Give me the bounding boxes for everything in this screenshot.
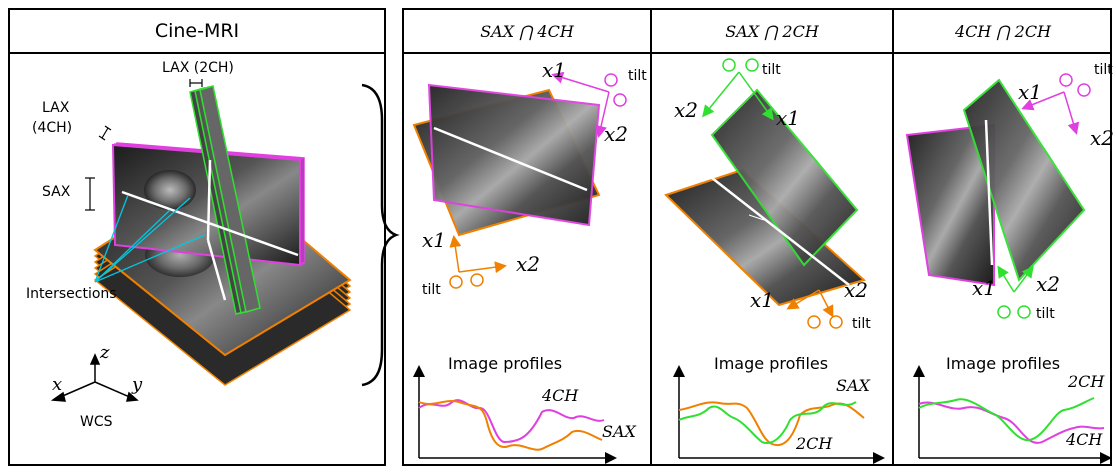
panel3-profiles-title: Image profiles [946,354,1061,373]
panel1-profile-label-sax: SAX [602,422,636,441]
lax-4ch-label-line2: (4CH) [32,120,73,136]
divider-2 [892,10,894,464]
panel3-tilt-bottom: tilt [1036,306,1055,322]
panel3-x1-top: x1 [1018,80,1043,104]
intersections-label: Intersections [26,286,117,302]
panel2-profile-label-2ch: 2CH [796,434,833,453]
panel3-x2-bottom: x2 [1036,272,1061,296]
panel3-profile-label-2ch: 2CH [1068,372,1105,391]
wcs-axes [50,353,139,402]
panel1-x2-bottom: x2 [516,252,541,276]
intersection-illustrations [412,58,1112,464]
panel1-x1-top: x1 [542,58,567,82]
panel-sax-2ch-title: SAX ⋂ 2CH [725,21,819,41]
panel2-profiles-title: Image profiles [714,354,829,373]
panel2-x1-top: x1 [776,106,801,130]
sax-label: SAX [42,184,71,200]
lax-2ch-label: LAX (2CH) [162,60,234,76]
panel2-x2-top: x2 [674,98,699,122]
panel3-profile-label-4ch: 4CH [1066,430,1103,449]
panel1-tilt-top: tilt [628,68,647,84]
panel3-images [905,78,1086,287]
panel2-profile-label-sax: SAX [836,376,870,395]
panel3-axes-bottom [997,265,1034,319]
panel2-tilt-top: tilt [762,62,781,78]
panel1-profiles-title: Image profiles [448,354,563,373]
cine-mri-title: Cine-MRI [10,10,384,54]
header-divider [404,52,1110,54]
intersection-pointers [94,194,206,283]
panel1-x2-top: x2 [604,122,629,146]
cine-mri-illustration [50,79,352,402]
lax-2ch-stack [189,85,261,315]
panel3-tilt-top: tilt [1094,62,1113,78]
wcs-z-label: z [100,342,110,363]
intersection-lines [121,159,299,301]
panel2-x2-bottom: x2 [844,278,869,302]
lax-4ch-label-line1: LAX [42,100,70,116]
panel-4ch-2ch-title: 4CH ⋂ 2CH [954,21,1052,41]
wcs-y-label: y [132,374,143,395]
panel1-axes-top [551,71,627,138]
panel1-profile-label-4ch: 4CH [542,386,579,405]
lax-4ch-thickness-marker [98,125,112,141]
panel2-x1-bottom: x1 [750,288,775,312]
wcs-x-label: x [52,374,63,395]
cine-mri-panel: Cine-MRI [8,8,386,466]
profile-axes [413,365,1112,464]
panel1-x1-bottom: x1 [422,228,447,252]
panel1-axes-bottom [449,235,507,289]
sax-thickness-marker [85,177,95,211]
panel2-axes-top [702,58,774,121]
lax-2ch-thickness-marker [189,79,203,87]
panel1-images [412,83,601,237]
panel2-tilt-bottom: tilt [852,316,871,332]
divider-1 [650,10,652,464]
intersections-panel: SAX ⋂ 4CH SAX ⋂ 2CH 4CH ⋂ 2CH [402,8,1115,466]
panel2-images [664,88,866,307]
panel3-x1-bottom: x1 [972,276,997,300]
profile-curves [418,397,1105,451]
panel1-tilt-bottom: tilt [422,282,441,298]
wcs-label: WCS [80,414,113,430]
panel3-axes-top [1021,73,1091,135]
panel3-x2-top: x2 [1090,126,1115,150]
panel-sax-4ch-title: SAX ⋂ 4CH [480,21,574,41]
lax-4ch-stack [111,142,305,267]
panel2-axes-bottom [786,289,843,329]
